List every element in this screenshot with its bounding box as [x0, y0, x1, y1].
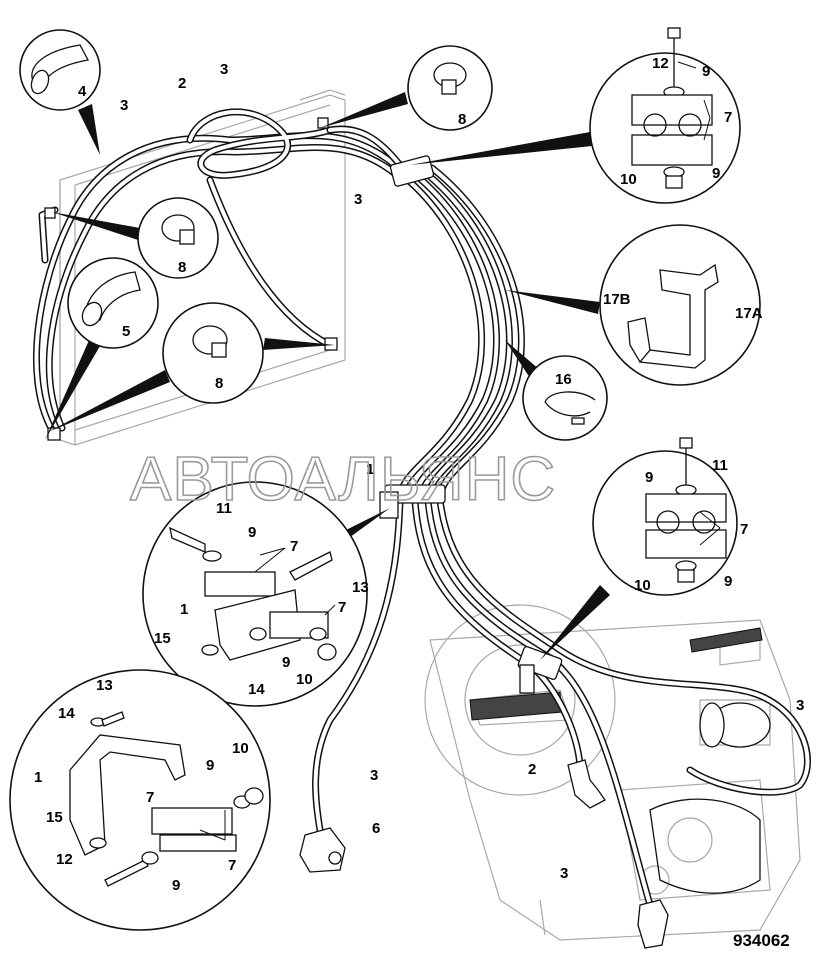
- callout-17a: 17A: [735, 305, 763, 322]
- callout-7: 7: [228, 857, 236, 874]
- detail-hose-sleeve-4: [19, 29, 101, 111]
- hose-runs: [32, 108, 811, 949]
- elbow-fitting-6: [299, 827, 346, 873]
- callout-5: 5: [122, 323, 130, 340]
- callout-3: 3: [370, 767, 378, 784]
- callout-7: 7: [146, 789, 154, 806]
- detail-bracket-17: [599, 224, 761, 386]
- hose-main-bundle: [312, 164, 811, 909]
- detail-clamp-8-left: [137, 197, 219, 279]
- callout-13: 13: [96, 677, 113, 694]
- callout-10: 10: [232, 740, 249, 757]
- callout-2: 2: [178, 75, 186, 92]
- callout-8: 8: [458, 111, 466, 128]
- detail-bracket-exploded: [9, 669, 271, 931]
- callout-3: 3: [560, 865, 568, 882]
- callout-17b: 17B: [603, 291, 631, 308]
- detail-clamp-stack-mid: [592, 437, 738, 596]
- drawing-number: 934062: [733, 931, 790, 950]
- callout-7: 7: [290, 538, 298, 555]
- callout-2: 2: [528, 761, 536, 778]
- callout-11: 11: [216, 500, 232, 517]
- callout-9: 9: [282, 654, 290, 671]
- callout-6: 6: [372, 820, 380, 837]
- watermark: АВТОАЛЬЯНС: [130, 445, 556, 514]
- callout-7: 7: [740, 521, 748, 538]
- callout-13: 13: [352, 579, 369, 596]
- callout-3: 3: [220, 61, 228, 78]
- detail-clamp-8-lower: [162, 302, 264, 404]
- detail-strap-16: [522, 355, 608, 441]
- callout-10: 10: [296, 671, 313, 688]
- elbow-fitting-2: [567, 759, 606, 809]
- callout-1: 1: [366, 461, 374, 478]
- callout-9: 9: [702, 63, 710, 80]
- fitting-bottom: [637, 899, 669, 949]
- callout-9: 9: [206, 757, 214, 774]
- callout-labels: 4 3 2 3 8 8 5 8 3 12 9 7 10 9 17B 17A 16…: [34, 55, 804, 894]
- callout-14: 14: [248, 681, 265, 698]
- detail-clamp-8-top: [407, 45, 493, 131]
- callout-9: 9: [172, 877, 180, 894]
- callout-12: 12: [652, 55, 669, 72]
- callout-9: 9: [645, 469, 653, 486]
- callout-11: 11: [712, 457, 728, 474]
- hose-radiator-lower: [186, 108, 404, 349]
- detail-hose-sleeve-5: [67, 257, 159, 349]
- callout-10: 10: [634, 577, 651, 594]
- detail-clamp-assembly-center: [142, 481, 368, 707]
- callout-9: 9: [712, 165, 720, 182]
- transmission-outline: [424, 604, 801, 941]
- callout-8: 8: [215, 375, 223, 392]
- callout-1: 1: [34, 769, 42, 786]
- callout-9: 9: [724, 573, 732, 590]
- callout-8: 8: [178, 259, 186, 276]
- callout-3: 3: [796, 697, 804, 714]
- callout-7: 7: [724, 109, 732, 126]
- callout-10: 10: [620, 171, 637, 188]
- callout-3: 3: [354, 191, 362, 208]
- callout-15: 15: [154, 630, 171, 647]
- detail-clamp-stack-top: [589, 27, 741, 204]
- callout-12: 12: [56, 851, 73, 868]
- callout-leaders: [199, 61, 721, 841]
- callout-15: 15: [46, 809, 63, 826]
- callout-16: 16: [555, 371, 572, 388]
- callout-9: 9: [248, 524, 256, 541]
- callout-4: 4: [78, 83, 87, 100]
- callout-1: 1: [180, 601, 188, 618]
- callout-3: 3: [120, 97, 128, 114]
- leader-wedges: [45, 92, 610, 660]
- callout-14: 14: [58, 705, 75, 722]
- callout-7: 7: [338, 599, 346, 616]
